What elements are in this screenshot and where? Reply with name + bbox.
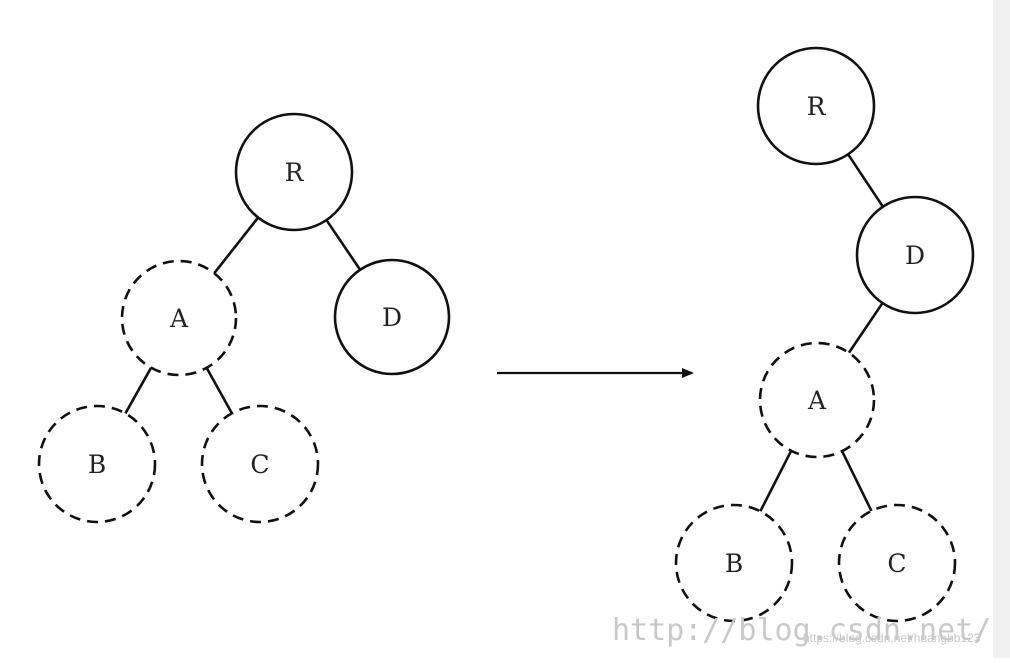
- page-scroll-edge: [993, 0, 1010, 658]
- node-circle: [234, 112, 354, 232]
- after-tree-edge-a-b: [759, 450, 793, 512]
- node-circle: [855, 195, 975, 315]
- before-tree-node-a: A: [120, 259, 238, 377]
- node-circle: [756, 46, 876, 166]
- node-label: D: [905, 241, 925, 270]
- after-tree-edge-a-c: [840, 450, 873, 512]
- after-tree-node-a: A: [758, 341, 876, 459]
- node-label: B: [88, 450, 106, 479]
- watermark-url-small: https://blog.csdn.net/huangbb123: [803, 631, 981, 645]
- node-label: B: [725, 549, 743, 578]
- before-tree-node-b: B: [37, 404, 157, 524]
- node-label: A: [807, 386, 827, 415]
- node-label: C: [250, 450, 269, 479]
- node-circle: [120, 259, 238, 377]
- node-circle: [37, 404, 157, 524]
- after-tree-node-d: D: [855, 195, 975, 315]
- node-label: C: [887, 549, 906, 578]
- node-circle: [333, 258, 451, 376]
- after-tree-edge-d-a: [847, 302, 884, 354]
- node-label: D: [382, 303, 402, 332]
- after-tree-node-c: C: [837, 503, 957, 623]
- after-tree-edge-r-d: [847, 153, 884, 208]
- after-tree-node-r: R: [756, 46, 876, 166]
- before-tree-node-r: R: [234, 112, 354, 232]
- before-tree-edge-r-a: [213, 216, 260, 275]
- before-tree-node-d: D: [333, 258, 451, 376]
- node-circle: [200, 404, 320, 524]
- before-tree-edge-a-c: [205, 367, 233, 414]
- node-label: R: [285, 158, 305, 187]
- node-label: A: [169, 304, 189, 333]
- before-tree-edge-a-b: [124, 367, 153, 415]
- before-tree-node-c: C: [200, 404, 320, 524]
- node-circle: [837, 503, 957, 623]
- before-tree-edge-r-d: [325, 219, 362, 271]
- after-tree-node-b: B: [674, 503, 794, 623]
- node-circle: [758, 341, 876, 459]
- watermark-url: http://blog.csdn.net/qq: [612, 613, 1010, 648]
- node-circle: [674, 503, 794, 623]
- node-label: R: [807, 92, 827, 121]
